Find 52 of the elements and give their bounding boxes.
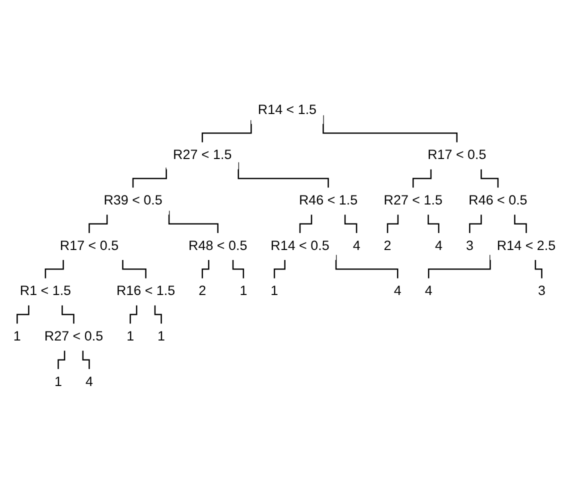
node-text: 1	[13, 330, 21, 344]
connector	[299, 214, 312, 234]
node-text: 4	[85, 374, 93, 390]
node-text: R17 < 0.5	[428, 148, 486, 163]
node-text: R27 < 1.5	[173, 148, 232, 163]
node-text: 3	[538, 284, 546, 299]
connector	[480, 169, 499, 188]
node-text: R17 < 0.5	[60, 238, 119, 254]
connector	[238, 162, 329, 188]
node-text: R16 < 1.5	[116, 284, 176, 299]
connector	[274, 260, 286, 280]
connector	[428, 214, 440, 234]
connector	[232, 260, 244, 280]
node-text: 4	[434, 238, 442, 254]
node-text: 1	[126, 330, 134, 344]
connector	[132, 168, 167, 188]
node-text: R14 < 1.5	[258, 102, 317, 118]
node-text: 2	[198, 284, 206, 299]
connector	[130, 305, 138, 324]
connector	[386, 214, 399, 234]
node-text: R48 < 0.5	[188, 238, 248, 254]
node-text: 1	[270, 284, 278, 299]
node-text: 2	[384, 238, 392, 254]
connector	[122, 260, 146, 280]
connector	[202, 260, 210, 280]
connector	[469, 214, 482, 234]
node-text: 3	[466, 238, 474, 254]
connector	[58, 350, 66, 370]
node-text: 1	[54, 374, 62, 390]
node-text: R27 < 1.5	[384, 194, 442, 208]
connector	[412, 169, 432, 188]
node-text: 1	[240, 284, 248, 299]
node-text: 4	[394, 284, 402, 299]
connector	[344, 214, 358, 234]
node-text: R1 < 1.5	[20, 284, 72, 299]
connector	[514, 214, 527, 234]
connector	[154, 305, 162, 324]
connector	[62, 305, 74, 324]
connector	[88, 214, 108, 234]
connector	[82, 350, 90, 370]
node-text: R14 < 2.5	[496, 238, 556, 254]
node-text: R46 < 1.5	[298, 194, 358, 208]
node-text: 4	[352, 238, 360, 254]
connector	[534, 260, 542, 280]
connector	[44, 260, 64, 280]
connector	[16, 305, 30, 324]
node-text: R27 < 0.5	[44, 330, 104, 344]
node-text: 1	[158, 330, 166, 344]
node-text: 4	[424, 284, 432, 299]
node-text: R14 < 0.5	[270, 238, 330, 254]
node-text: R39 < 0.5	[104, 194, 162, 208]
node-text: R46 < 0.5	[468, 194, 528, 208]
